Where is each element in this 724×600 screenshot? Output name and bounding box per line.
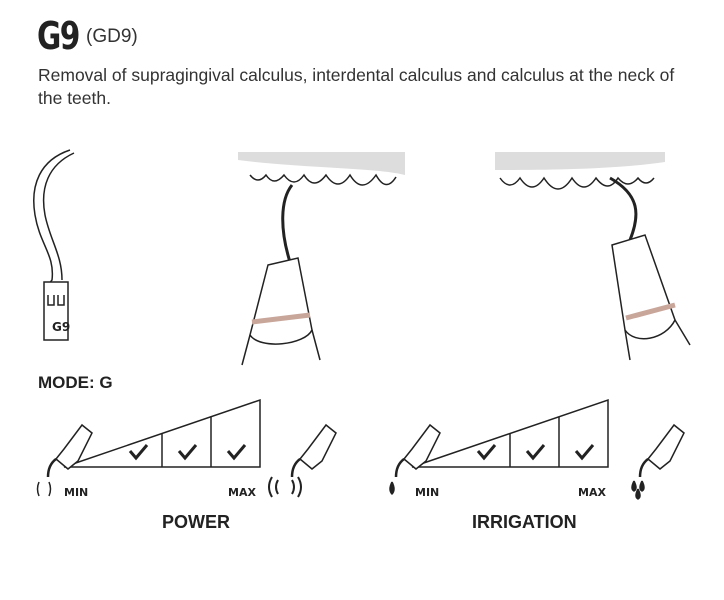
handpiece-max-icon-tip xyxy=(638,458,649,478)
vibration-high-icon xyxy=(268,476,302,498)
mouth-illustration-left xyxy=(238,152,405,366)
tip-model-title: G9 xyxy=(37,14,80,58)
handpiece-min-icon xyxy=(402,423,441,470)
irrigation-title: IRRIGATION xyxy=(472,512,577,532)
handpiece-max-icon-tip xyxy=(290,458,301,478)
tip-label: G9 xyxy=(52,320,71,334)
tip-description: Removal of supragingival calculus, inter… xyxy=(38,65,675,108)
check-icon xyxy=(177,444,198,461)
handpiece-max-icon xyxy=(646,423,685,470)
irrigation-max-label: MAX xyxy=(578,486,606,499)
handpiece-min-icon-tip xyxy=(46,458,57,478)
mode-label: MODE: G xyxy=(38,373,113,392)
drop-high-icon xyxy=(631,480,637,492)
handpiece-max-icon xyxy=(298,423,337,470)
power-max-label: MAX xyxy=(228,486,256,499)
irrigation-min-label: MIN xyxy=(415,486,440,499)
check-icon xyxy=(128,444,149,461)
power-title: POWER xyxy=(162,512,231,532)
check-icon xyxy=(476,444,497,461)
mouth-illustration-right xyxy=(495,152,691,361)
drop-low-icon xyxy=(389,481,395,496)
drop-high-icon xyxy=(639,480,645,492)
tip-model-code: (GD9) xyxy=(86,26,138,47)
tip-illustration xyxy=(33,149,75,341)
check-icon xyxy=(525,444,546,461)
power-min-label: MIN xyxy=(64,486,89,499)
irrigation-chart xyxy=(389,398,685,500)
vibration-low-icon xyxy=(36,481,52,497)
handpiece-min-icon xyxy=(54,423,93,470)
power-chart xyxy=(36,398,337,498)
check-icon xyxy=(226,444,247,461)
check-icon xyxy=(574,444,595,461)
drop-high-icon xyxy=(635,488,641,500)
handpiece-min-icon-tip xyxy=(394,458,405,478)
